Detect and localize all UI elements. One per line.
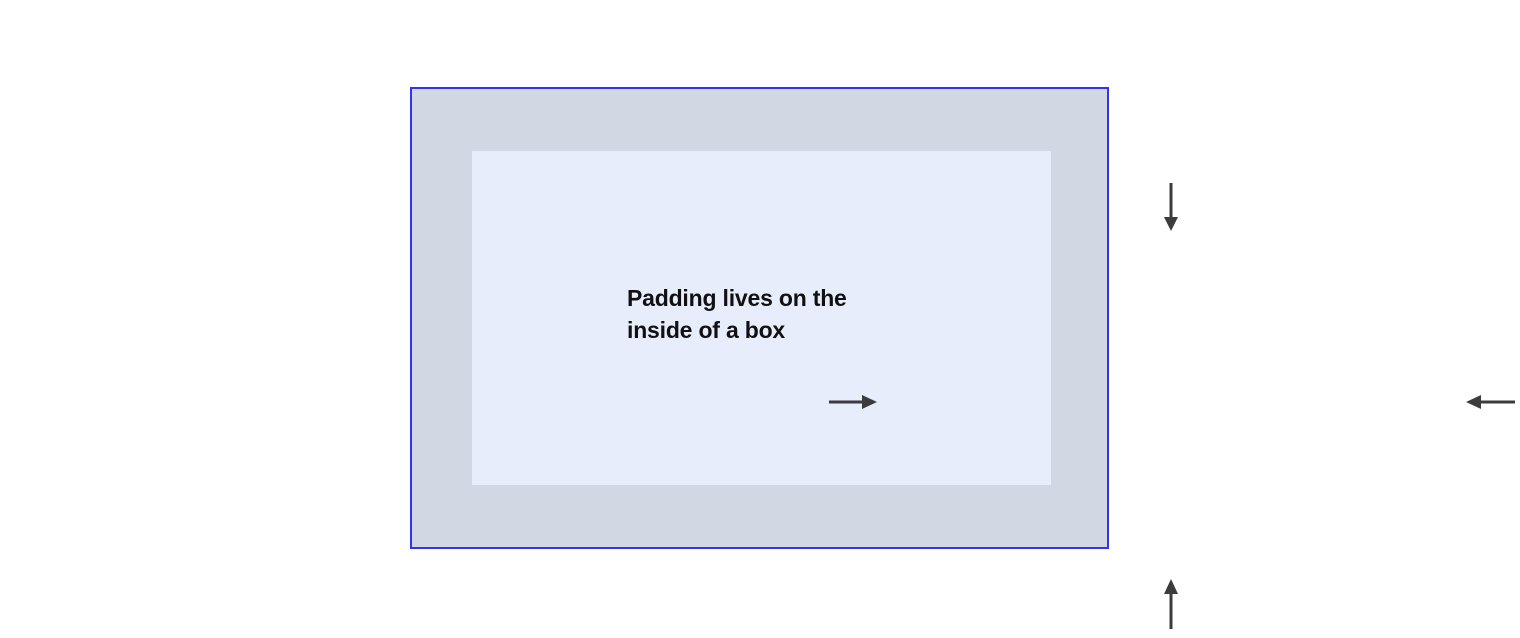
padding-arrow-top-icon [1164, 183, 1178, 231]
padding-arrow-right-icon [1466, 395, 1515, 409]
content-box-label: Padding lives on the inside of a box [627, 285, 847, 343]
border-box: Padding lives on the inside of a box [410, 87, 1515, 629]
padding-arrow-left-icon [829, 395, 877, 409]
content-box: Padding lives on the inside of a box [472, 151, 1051, 485]
padding-arrow-bottom-icon [1164, 579, 1178, 629]
